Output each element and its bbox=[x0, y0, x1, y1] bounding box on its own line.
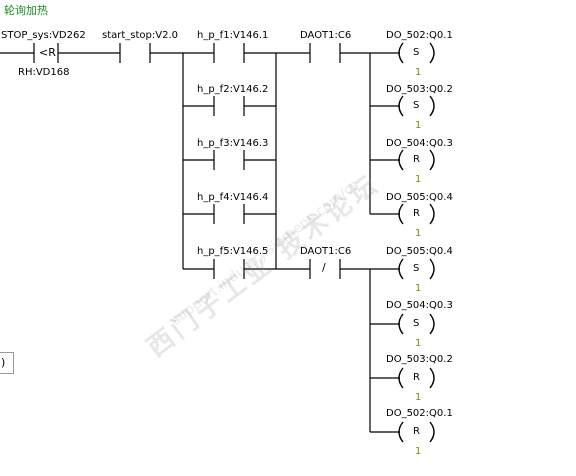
coil-top-3-type: R bbox=[413, 154, 420, 165]
coil-bottom-3-count: 1 bbox=[415, 392, 422, 403]
coil-bottom-2-count: 1 bbox=[415, 338, 422, 349]
contact-f5-label[interactable]: h_p_f5:V146.5 bbox=[197, 246, 269, 257]
contact-f4-label[interactable]: h_p_f4:V146.4 bbox=[197, 192, 269, 203]
coil-bottom-2-label[interactable]: DO_504:Q0.3 bbox=[386, 300, 453, 311]
coil-bottom-2-type: S bbox=[413, 318, 420, 329]
coil-bottom-1-label[interactable]: DO_505:Q0.4 bbox=[386, 246, 453, 257]
contact-f2-label[interactable]: h_p_f2:V146.2 bbox=[197, 84, 269, 95]
coil-top-2-type: S bbox=[413, 100, 420, 111]
coil-bottom-3-label[interactable]: DO_503:Q0.2 bbox=[386, 354, 453, 365]
contact-f3-label[interactable]: h_p_f3:V146.3 bbox=[197, 138, 269, 149]
nc-slash: / bbox=[322, 261, 326, 274]
coil-bottom-4-label[interactable]: DO_502:Q0.1 bbox=[386, 408, 453, 419]
coil-bottom-1-count: 1 bbox=[415, 283, 422, 294]
coil-top-2-label[interactable]: DO_503:Q0.2 bbox=[386, 84, 453, 95]
coil-top-1-count: 1 bbox=[415, 67, 422, 78]
coil-bottom-3-type: R bbox=[413, 372, 420, 383]
coil-top-4-type: R bbox=[413, 208, 420, 219]
coil-bottom-1-type: S bbox=[413, 263, 420, 274]
coil-top-1-type: S bbox=[413, 47, 420, 58]
coil-top-3-label[interactable]: DO_504:Q0.3 bbox=[386, 138, 453, 149]
compare-operator: <R bbox=[39, 46, 56, 59]
contact-f1-label[interactable]: h_p_f1:V146.1 bbox=[197, 30, 269, 41]
coil-bottom-4-count: 1 bbox=[415, 446, 422, 457]
coil-symbols bbox=[398, 42, 435, 443]
compare-in2-label[interactable]: RH:VD168 bbox=[18, 67, 70, 78]
network-title: 轮询加热 bbox=[4, 4, 48, 17]
parallel-contacts bbox=[183, 43, 310, 279]
start-stop-label[interactable]: start_stop:V2.0 bbox=[102, 30, 179, 41]
daot-nc-label[interactable]: DAOT1:C6 bbox=[300, 246, 352, 257]
coil-bottom-4-type: R bbox=[413, 426, 420, 437]
side-panel-box[interactable]: ) bbox=[0, 352, 14, 374]
daot-no-label[interactable]: DAOT1:C6 bbox=[300, 30, 352, 41]
coil-top-4-count: 1 bbox=[415, 228, 422, 239]
coil-top-4-label[interactable]: DO_505:Q0.4 bbox=[386, 192, 453, 203]
coil-top-2-count: 1 bbox=[415, 120, 422, 131]
coil-top-1-label[interactable]: DO_502:Q0.1 bbox=[386, 30, 453, 41]
coil-top-3-count: 1 bbox=[415, 174, 422, 185]
compare-in1-label[interactable]: STOP_sys:VD262 bbox=[1, 30, 86, 41]
